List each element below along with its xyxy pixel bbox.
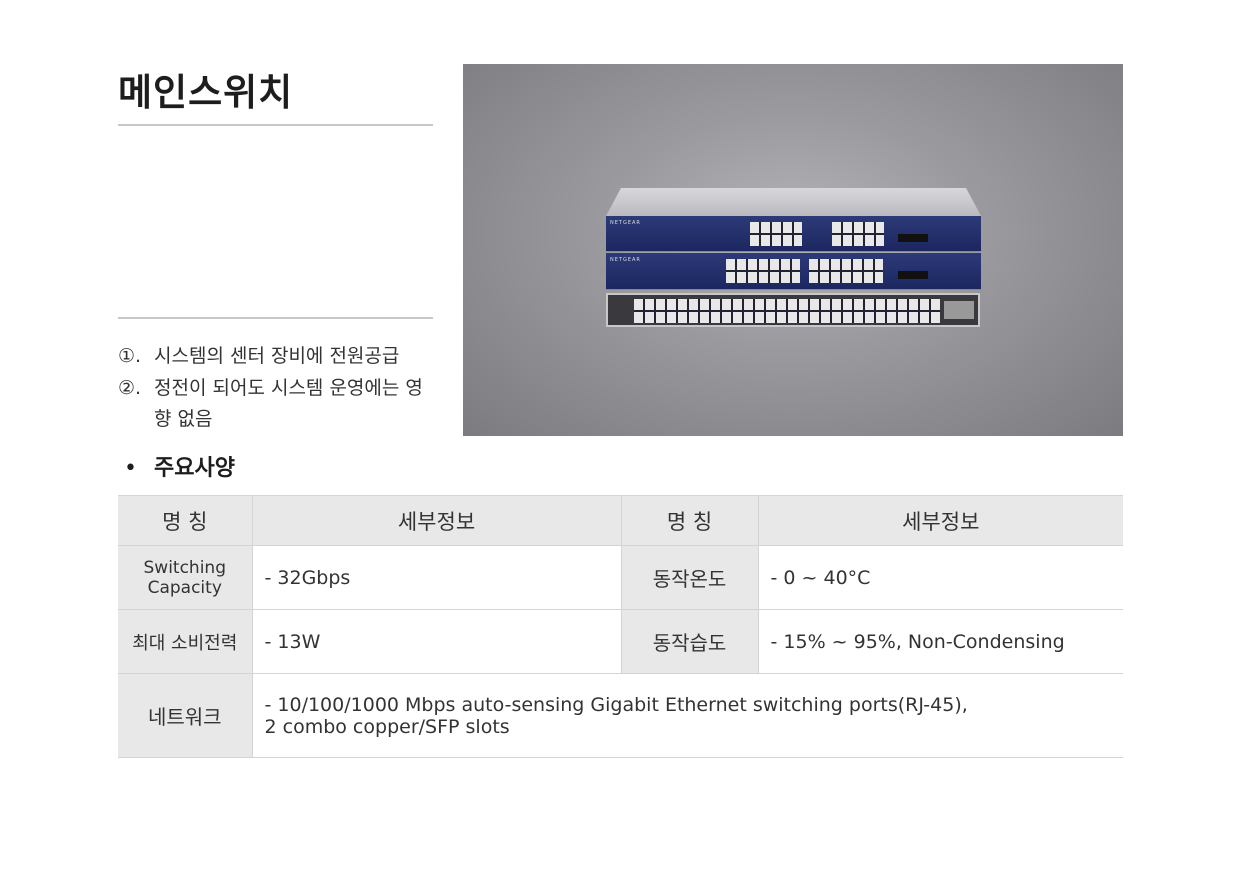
spec-value-line: 2 combo copper/SFP slots: [264, 715, 510, 738]
spec-name: Switching Capacity: [118, 545, 253, 610]
spec-value: - 0 ~ 40°C: [758, 545, 1123, 610]
brand-label: NETGEAR: [610, 220, 641, 226]
page-title: 메인스위치: [118, 71, 294, 114]
header-name: 명 칭: [621, 495, 759, 546]
list-item: ①. 시스템의 센터 장비에 전원공급: [118, 341, 438, 372]
spec-value: - 10/100/1000 Mbps auto-sensing Gigabit …: [252, 673, 1123, 758]
header-name: 명 칭: [118, 495, 253, 546]
table-row: 최대 소비전력 - 13W 동작습도 - 15% ~ 95%, Non-Cond…: [118, 609, 1123, 674]
table-row: Switching Capacity - 32Gbps 동작온도 - 0 ~ 4…: [118, 545, 1123, 610]
port-block: [750, 222, 802, 246]
port-block: [809, 259, 883, 283]
spec-name: 최대 소비전력: [118, 609, 253, 674]
spec-value: - 15% ~ 95%, Non-Condensing: [758, 609, 1123, 674]
spec-name: 동작온도: [621, 545, 759, 610]
item-number: ①.: [118, 345, 142, 367]
table-row: 네트워크 - 10/100/1000 Mbps auto-sensing Gig…: [118, 673, 1123, 758]
item-number: ②.: [118, 377, 142, 399]
sfp-slots: [944, 301, 974, 319]
list-item: ②. 정전이 되어도 시스템 운영에는 영향 없음: [118, 373, 438, 435]
spec-value: - 13W: [252, 609, 622, 674]
item-text: 시스템의 센터 장비에 전원공급: [154, 345, 400, 367]
header-detail: 세부정보: [252, 495, 622, 546]
port-block: [634, 299, 940, 323]
switch-unit-2: NETGEAR: [606, 253, 981, 290]
port-block: [832, 222, 884, 246]
section-heading: • 주요사양: [124, 450, 235, 482]
spec-table: 명 칭 세부정보 명 칭 세부정보 Switching Capacity - 3…: [118, 495, 1123, 758]
bullet: •: [124, 456, 137, 481]
spec-name: 네트워크: [118, 673, 253, 758]
brand-label: NETGEAR: [610, 257, 641, 263]
divider: [118, 317, 433, 319]
port-block: [726, 259, 800, 283]
table-header-row: 명 칭 세부정보 명 칭 세부정보: [118, 495, 1123, 546]
section-heading-text: 주요사양: [154, 456, 235, 481]
switch-unit-3: [606, 293, 980, 327]
spec-value: - 32Gbps: [252, 545, 622, 610]
switch-unit-1: NETGEAR: [606, 216, 981, 252]
header-detail: 세부정보: [758, 495, 1123, 546]
switch-lid: [606, 188, 981, 216]
item-text: 정전이 되어도 시스템 운영에는 영향 없음: [154, 377, 423, 430]
spec-value-line: - 10/100/1000 Mbps auto-sensing Gigabit …: [264, 693, 968, 716]
spec-name: 동작습도: [621, 609, 759, 674]
sfp-slots: [898, 234, 928, 242]
divider: [118, 124, 433, 126]
sfp-slots: [898, 271, 928, 279]
